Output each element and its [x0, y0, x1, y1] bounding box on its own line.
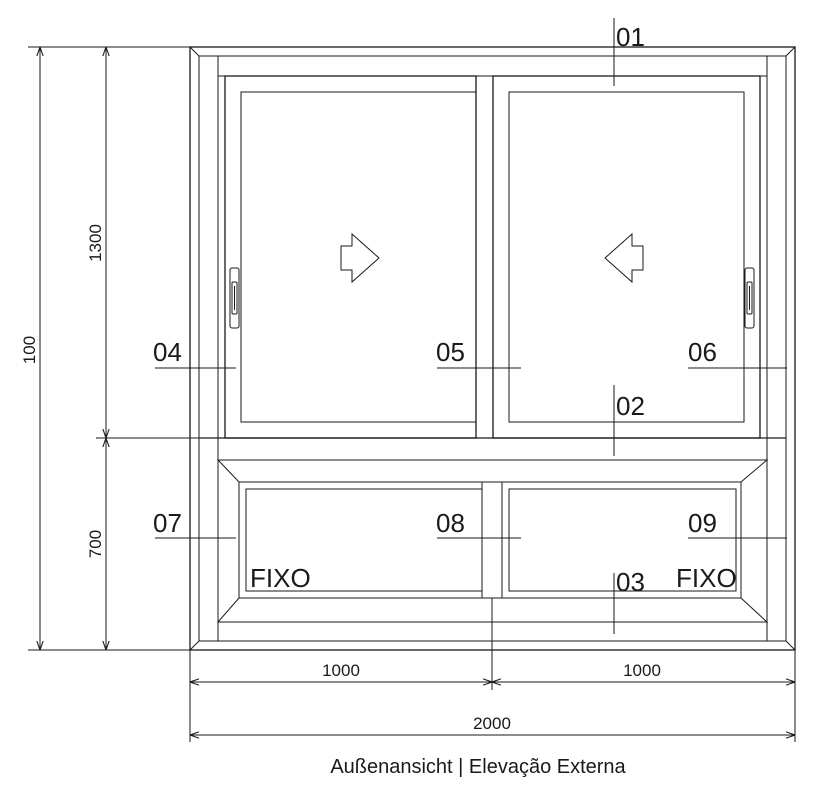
lower-fixed-section [216, 459, 769, 623]
dim-lower-height: 700 [86, 530, 105, 558]
right-handle [744, 267, 755, 329]
label-08: 08 [436, 508, 465, 538]
label-05: 05 [436, 337, 465, 367]
drawing-caption: Außenansicht | Elevação Externa [330, 756, 626, 778]
right-sliding-sash [492, 75, 761, 439]
fixed-label-right: FIXO [676, 563, 737, 593]
right-fixed-panel [508, 488, 737, 592]
label-06: 06 [688, 337, 717, 367]
leader-lines [155, 18, 787, 634]
fixed-label-left: FIXO [250, 563, 311, 593]
dim-total-width: 2000 [473, 714, 511, 733]
label-09: 09 [688, 508, 717, 538]
left-handle [229, 267, 240, 329]
vertical-dimensions [28, 46, 218, 651]
arrow-right-icon [340, 232, 380, 284]
label-02: 02 [616, 391, 645, 421]
dim-left-width: 1000 [322, 661, 360, 680]
label-04: 04 [153, 337, 182, 367]
label-01: 01 [616, 22, 645, 52]
dim-total-height: 100 [20, 336, 39, 364]
dim-right-width: 1000 [623, 661, 661, 680]
upper-sliding-section [199, 75, 786, 439]
left-sliding-sash [224, 75, 477, 439]
arrow-left-icon [604, 232, 644, 284]
horizontal-dimensions [189, 622, 796, 742]
dim-upper-height: 1300 [86, 224, 105, 262]
label-07: 07 [153, 508, 182, 538]
label-03: 03 [616, 567, 645, 597]
